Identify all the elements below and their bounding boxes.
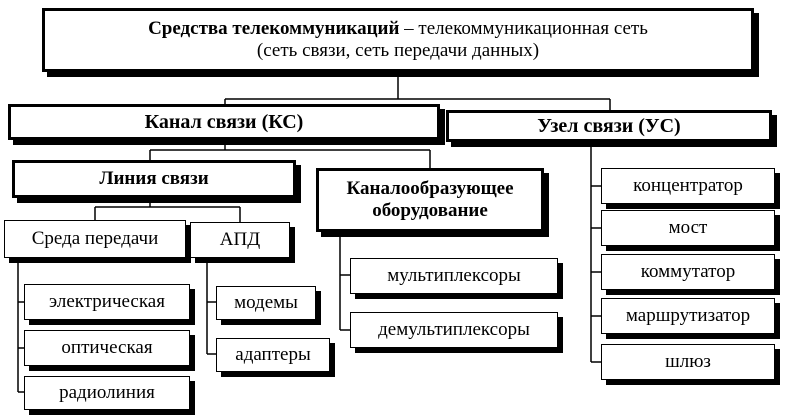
node-item-router: маршрутизатор xyxy=(601,298,775,334)
communication-node-box: Узел связи (УС) xyxy=(446,110,772,142)
media-item-label: радиолиния xyxy=(59,382,155,404)
apd-item-modems: модемы xyxy=(216,286,316,320)
root-subtitle: (сеть связи, сеть передачи данных) xyxy=(256,40,540,61)
node-item-label: концентратор xyxy=(633,175,743,197)
media-box: Среда передачи xyxy=(4,220,186,258)
media-item-radio: радиолиния xyxy=(24,376,190,410)
media-item-label: электрическая xyxy=(49,291,165,313)
node-item-gateway: шлюз xyxy=(601,344,775,380)
node-item-concentrator: концентратор xyxy=(601,168,775,204)
channel-label: Канал связи (КС) xyxy=(144,110,304,133)
media-item-label: оптическая xyxy=(61,337,153,359)
line-label: Линия связи xyxy=(99,168,209,190)
media-item-electric: электрическая xyxy=(24,284,190,320)
apd-item-label: модемы xyxy=(234,292,298,314)
apd-item-label: адаптеры xyxy=(235,344,311,366)
equipment-item-multiplexers: мультиплексоры xyxy=(350,258,558,294)
equipment-label: Каналообразующее оборудование xyxy=(346,178,514,221)
communication-node-label: Узел связи (УС) xyxy=(537,114,681,137)
root-box: Средства телекоммуникаций – телекоммуник… xyxy=(42,8,754,72)
root-title: Средства телекоммуникаций – телекоммуник… xyxy=(148,18,648,40)
equipment-box: Каналообразующее оборудование xyxy=(316,168,544,232)
line-box: Линия связи xyxy=(12,160,296,198)
apd-item-adapters: адаптеры xyxy=(216,338,330,372)
node-item-bridge: мост xyxy=(601,210,775,246)
equipment-item-label: мультиплексоры xyxy=(387,265,521,287)
channel-box: Канал связи (КС) xyxy=(8,104,440,140)
node-item-label: маршрутизатор xyxy=(625,305,751,327)
root-title-bold: Средства телекоммуникаций xyxy=(148,18,400,40)
equipment-item-demultiplexers: демультиплексоры xyxy=(350,312,558,348)
apd-label: АПД xyxy=(219,229,261,251)
node-item-switch: коммутатор xyxy=(601,254,775,290)
node-item-label: шлюз xyxy=(665,351,711,373)
equipment-item-label: демультиплексоры xyxy=(378,319,530,341)
root-title-rest: – телекоммуникационная сеть xyxy=(399,18,648,40)
media-item-optical: оптическая xyxy=(24,330,190,366)
node-item-label: мост xyxy=(668,217,708,239)
apd-box: АПД xyxy=(190,222,290,258)
media-label: Среда передачи xyxy=(31,228,159,250)
node-item-label: коммутатор xyxy=(640,261,736,283)
